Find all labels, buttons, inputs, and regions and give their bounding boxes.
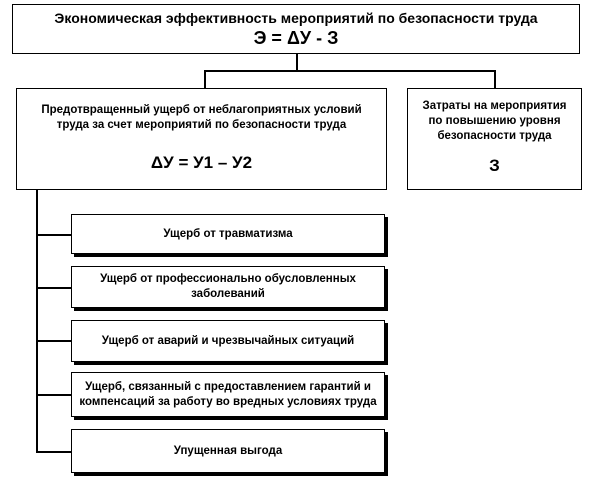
costs-node: Затраты на мероприятия по повышению уров… bbox=[407, 88, 582, 190]
connector-component-2 bbox=[36, 287, 71, 289]
connector-root-down bbox=[296, 54, 298, 70]
component-injury-label: Ущерб от травматизма bbox=[163, 227, 293, 240]
component-accidents-label: Ущерб от аварий и чрезвычайных ситуаций bbox=[101, 334, 355, 347]
component-occupational-disease: Ущерб от профессионально обусловленных з… bbox=[71, 266, 385, 308]
connector-component-1 bbox=[36, 234, 71, 236]
prevented-damage-text: Предотвращенный ущерб от неблагоприятных… bbox=[41, 104, 362, 131]
costs-symbol: З bbox=[489, 156, 500, 175]
components-spine bbox=[36, 190, 38, 452]
costs-text: Затраты на мероприятия по повышению уров… bbox=[422, 100, 567, 142]
connector-component-4 bbox=[36, 394, 71, 396]
root-node: Экономическая эффективность мероприятий … bbox=[12, 4, 580, 54]
connector-root-horizontal bbox=[204, 70, 495, 72]
component-occupational-disease-label: Ущерб от профессионально обусловленных з… bbox=[100, 273, 356, 300]
prevented-damage-node: Предотвращенный ущерб от неблагоприятных… bbox=[16, 88, 387, 190]
root-formula: Э = ΔУ - З bbox=[253, 27, 339, 48]
component-injury: Ущерб от травматизма bbox=[71, 214, 385, 254]
connector-component-3 bbox=[36, 340, 71, 342]
root-title: Экономическая эффективность мероприятий … bbox=[54, 9, 538, 26]
connector-to-costs bbox=[494, 70, 496, 88]
component-guarantees: Ущерб, связанный с предоставлением гаран… bbox=[71, 372, 385, 417]
connector-to-prevented bbox=[204, 70, 206, 88]
component-lost-profit-label: Упущенная выгода bbox=[173, 444, 283, 457]
connector-component-5 bbox=[36, 451, 71, 453]
component-guarantees-label: Ущерб, связанный с предоставлением гаран… bbox=[79, 380, 377, 408]
component-lost-profit: Упущенная выгода bbox=[71, 429, 385, 473]
prevented-damage-formula: ΔУ = У1 – У2 bbox=[150, 153, 253, 172]
component-accidents: Ущерб от аварий и чрезвычайных ситуаций bbox=[71, 320, 385, 362]
